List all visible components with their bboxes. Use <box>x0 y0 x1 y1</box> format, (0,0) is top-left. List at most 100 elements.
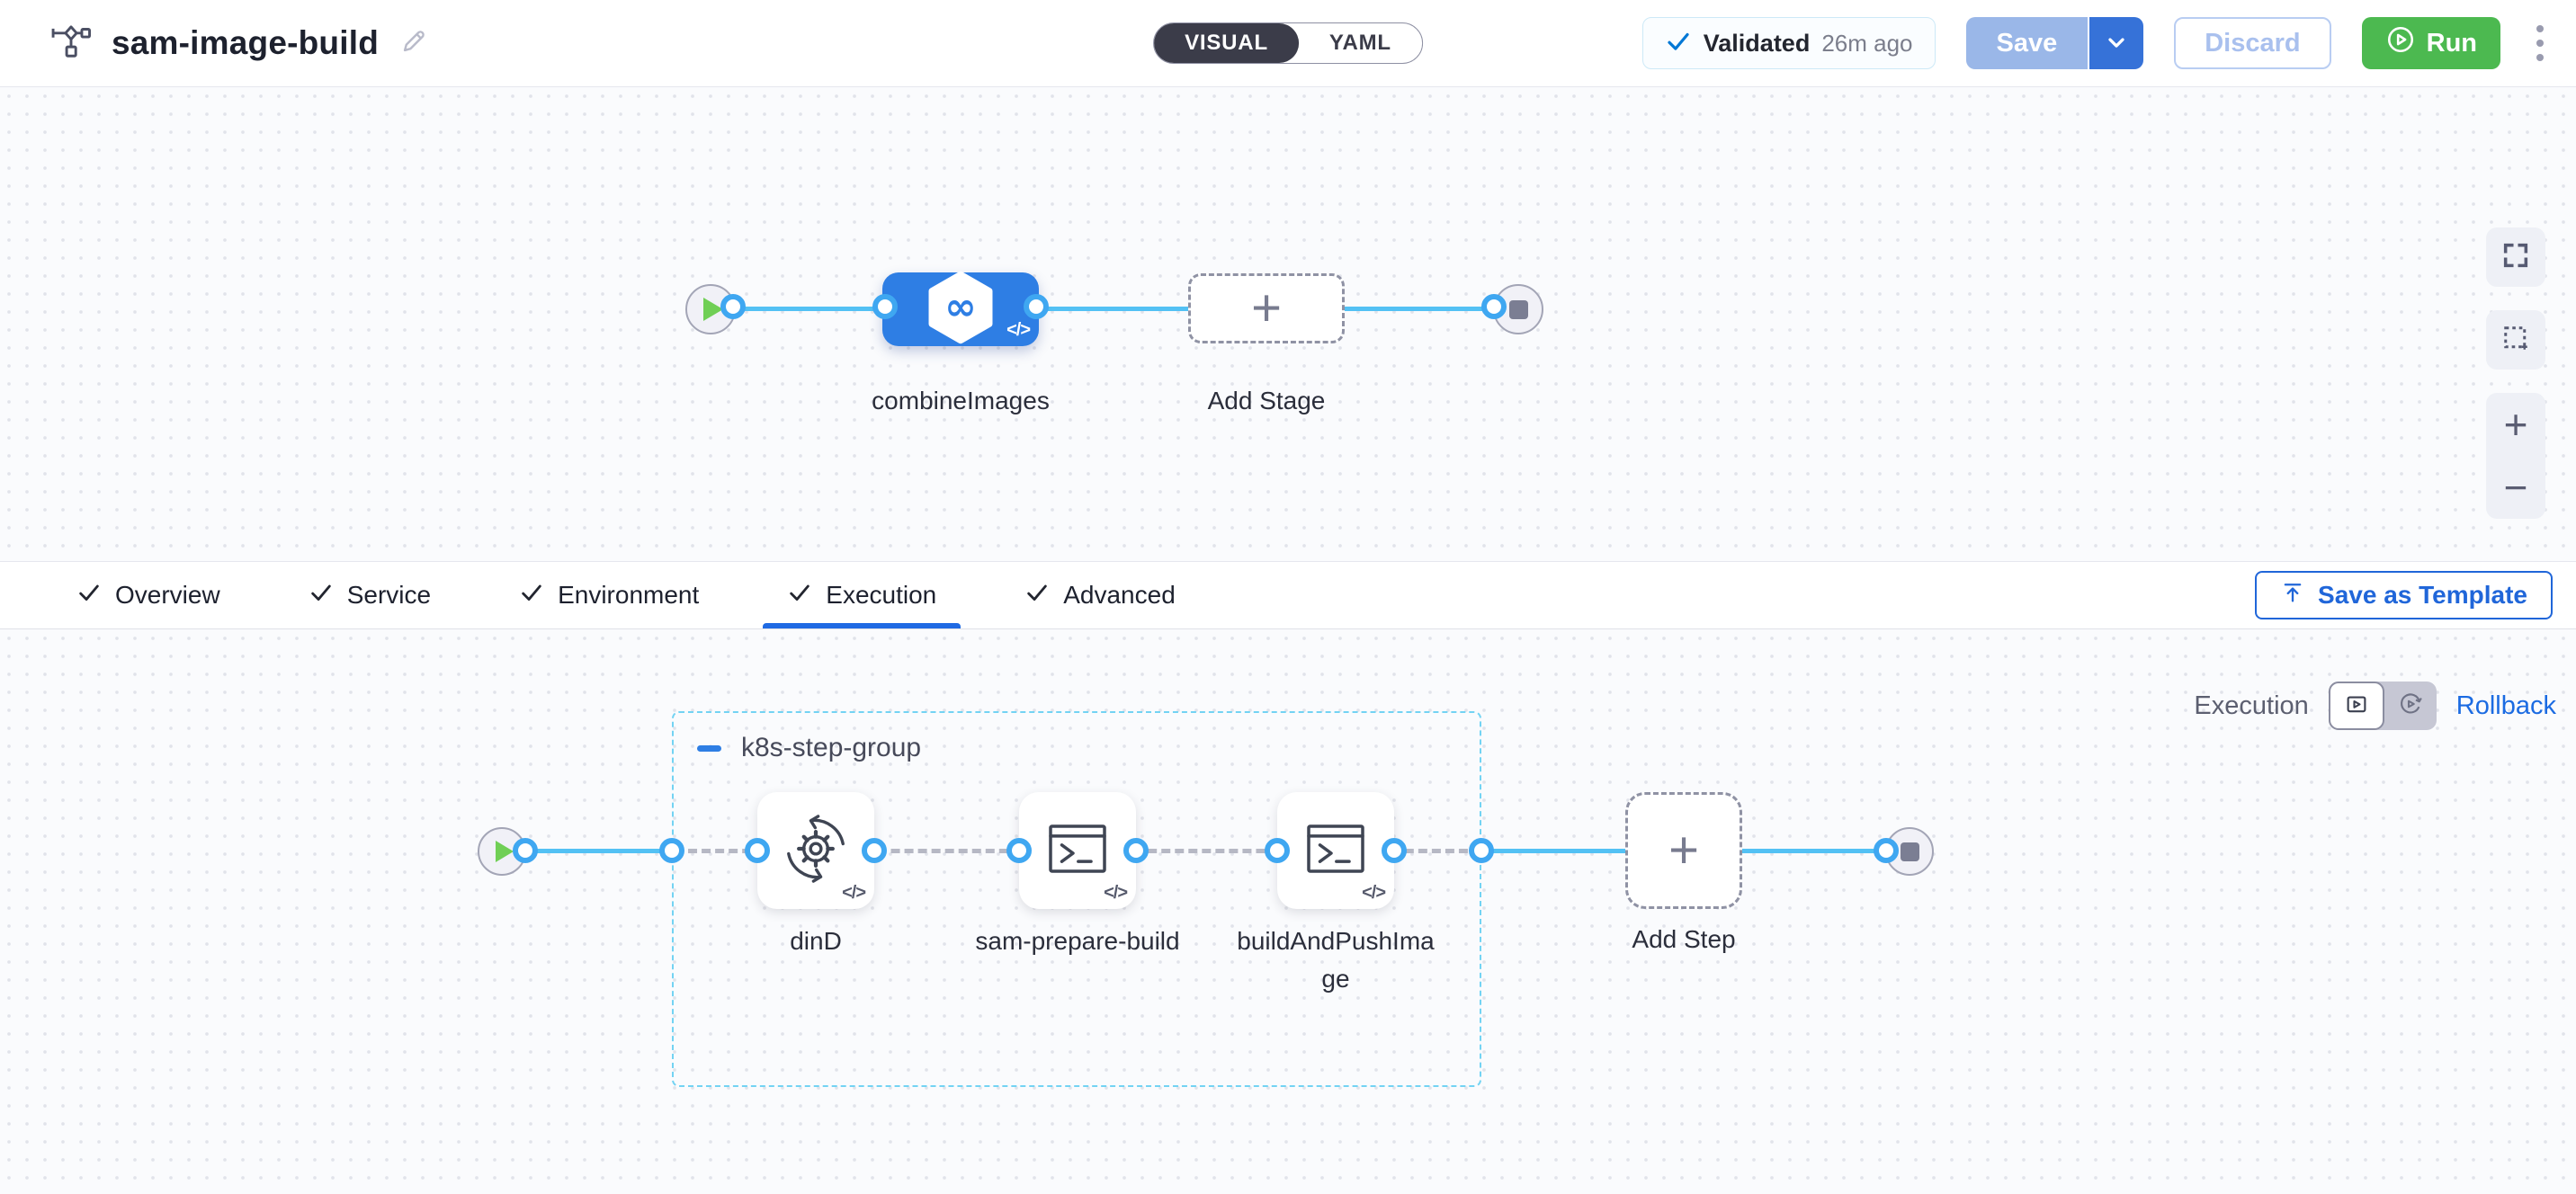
view-mode-toggle: VISUAL YAML <box>1153 22 1423 64</box>
run-play-icon <box>2385 24 2416 62</box>
header-left: sam-image-build <box>50 0 429 86</box>
collapse-group-icon[interactable] <box>697 744 721 752</box>
marquee-select-button[interactable] <box>2486 310 2545 370</box>
check-icon <box>1665 28 1692 59</box>
step-group-header: k8s-step-group <box>697 733 921 763</box>
connector-port[interactable] <box>1265 838 1290 863</box>
step-label: dinD <box>790 927 842 955</box>
add-stage-label: Add Stage <box>1207 387 1326 414</box>
connector-port[interactable] <box>513 838 538 863</box>
execution-mode-row: Execution <box>2194 682 2556 730</box>
tab-advanced[interactable]: Advanced <box>1000 562 1200 628</box>
svg-text:∞: ∞ <box>944 284 976 329</box>
execution-rollback-toggle[interactable] <box>2328 682 2437 730</box>
save-split-button: Save <box>1965 17 2144 69</box>
page-title: sam-image-build <box>112 24 379 61</box>
add-stage-button[interactable]: + <box>1188 273 1345 343</box>
terminal-icon <box>1042 815 1114 887</box>
check-icon <box>309 580 334 611</box>
execution-view-icon <box>2343 691 2370 722</box>
tab-overview[interactable]: Overview <box>52 562 245 628</box>
plus-icon: + <box>1251 279 1282 337</box>
plus-icon: + <box>1668 821 1699 879</box>
connector-port[interactable] <box>745 838 770 863</box>
save-button[interactable]: Save <box>1965 17 2089 69</box>
rollback-view-icon <box>2397 691 2424 722</box>
check-icon <box>76 580 102 611</box>
stage-label: combineImages <box>872 387 1050 414</box>
yaml-toggle-button[interactable]: YAML <box>1299 23 1422 63</box>
execution-view-segment[interactable] <box>2328 682 2384 730</box>
stage-node-combineimages[interactable]: ∞ </> <box>882 271 1039 349</box>
chained-pipeline-icon: ∞ <box>926 271 995 349</box>
connector-port[interactable] <box>862 838 887 863</box>
step-node-sam-prepare-build[interactable]: </> <box>1019 792 1136 909</box>
code-icon: </> <box>842 883 866 903</box>
fullscreen-button[interactable] <box>2486 227 2545 287</box>
code-icon: </> <box>1006 320 1031 340</box>
connector-port[interactable] <box>1123 838 1149 863</box>
save-as-template-button[interactable]: Save as Template <box>2255 571 2553 619</box>
fullscreen-icon <box>2500 240 2531 275</box>
connector-port[interactable] <box>1469 838 1494 863</box>
execution-mode-label: Execution <box>2194 691 2309 720</box>
connector-port[interactable] <box>720 294 746 319</box>
add-step-label: Add Step <box>1632 925 1736 953</box>
zoom-out-icon[interactable]: − <box>2503 464 2528 511</box>
connector-port[interactable] <box>1481 294 1507 319</box>
terminal-icon <box>1300 815 1372 887</box>
validated-time: 26m ago <box>1821 29 1913 57</box>
connector-port[interactable] <box>1874 838 1899 863</box>
header: sam-image-build VISUAL YAML Validated <box>0 0 2576 87</box>
check-icon <box>1024 580 1050 611</box>
zoom-controls: + − <box>2486 393 2545 519</box>
stage-canvas[interactable]: ∞ </> + combineImages Add Stage <box>0 87 2576 561</box>
connector-port[interactable] <box>659 838 684 863</box>
tab-environment[interactable]: Environment <box>495 562 723 628</box>
step-group-name: k8s-step-group <box>741 733 922 762</box>
rollback-link[interactable]: Rollback <box>2455 691 2556 720</box>
start-play-icon <box>496 841 514 862</box>
run-label: Run <box>2426 28 2477 58</box>
validated-label: Validated <box>1703 29 1811 57</box>
edit-title-icon[interactable] <box>398 26 429 61</box>
step-group-k8s[interactable]: k8s-step-group <box>672 711 1481 1087</box>
execution-canvas[interactable]: Execution <box>0 629 2576 1194</box>
step-connector-line <box>525 849 675 853</box>
step-node-dind[interactable]: </> <box>757 792 874 909</box>
zoom-in-icon[interactable]: + <box>2503 401 2528 448</box>
tab-service[interactable]: Service <box>284 562 455 628</box>
pipeline-icon <box>50 23 92 64</box>
code-icon: </> <box>1362 883 1386 903</box>
start-play-icon <box>703 298 723 321</box>
stage-config-tabs: Overview Service Environment Execution A… <box>0 561 2576 629</box>
sync-gear-icon <box>781 814 851 888</box>
upload-icon <box>2280 580 2305 611</box>
visual-toggle-button[interactable]: VISUAL <box>1154 23 1299 63</box>
save-options-button[interactable] <box>2088 17 2144 69</box>
marquee-select-icon <box>2500 322 2532 359</box>
run-button[interactable]: Run <box>2361 17 2500 69</box>
validated-badge[interactable]: Validated 26m ago <box>1641 17 1936 69</box>
discard-button[interactable]: Discard <box>2174 17 2331 69</box>
code-icon: </> <box>1104 883 1128 903</box>
step-node-buildandpushimage[interactable]: </> <box>1277 792 1394 909</box>
rollback-view-segment[interactable] <box>2384 691 2437 722</box>
execution-end-node <box>1885 827 1934 876</box>
step-label: buildAndPushImage <box>1237 927 1435 993</box>
check-icon <box>519 580 544 611</box>
stop-icon <box>1508 299 1528 319</box>
tab-execution[interactable]: Execution <box>763 562 962 628</box>
add-step-button[interactable]: + <box>1625 792 1742 909</box>
execution-start-node <box>478 827 526 876</box>
connector-port[interactable] <box>1382 838 1407 863</box>
connector-port[interactable] <box>1006 838 1032 863</box>
chevron-down-icon <box>2104 30 2129 58</box>
header-actions: Validated 26m ago Save Discard <box>1641 0 2549 86</box>
more-options-icon[interactable] <box>2531 20 2549 67</box>
connector-port[interactable] <box>872 294 898 319</box>
check-icon <box>787 580 812 611</box>
connector-port[interactable] <box>1024 294 1049 319</box>
stage-connector-line <box>733 307 1494 311</box>
